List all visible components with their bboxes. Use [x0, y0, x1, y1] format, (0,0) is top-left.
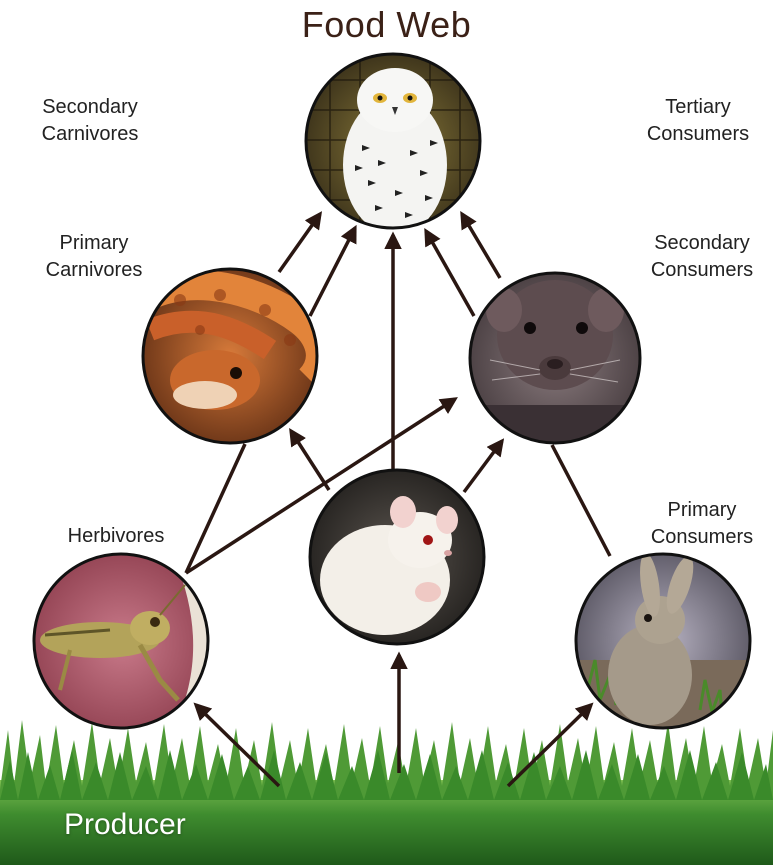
label-line: Secondary: [30, 94, 150, 121]
mouse-icon: [307, 467, 487, 647]
line-rabbit-to-rat: [552, 445, 610, 556]
label-secondary-carnivores: Secondary Carnivores: [30, 94, 150, 148]
arrow-mouse-to-snake: [291, 431, 329, 490]
label-line: Consumers: [638, 257, 766, 284]
snake-icon: [140, 265, 321, 445]
label-line: Carnivores: [30, 121, 150, 148]
arrow-snake-to-owl-1: [279, 214, 320, 272]
label-herbivores: Herbivores: [52, 523, 180, 550]
label-line: Carnivores: [33, 257, 155, 284]
label-line: Consumers: [633, 121, 763, 148]
grass-icon: [0, 720, 773, 865]
label-line: Secondary: [638, 230, 766, 257]
label-line: Herbivores: [52, 523, 180, 550]
owl-icon: [300, 50, 490, 240]
grasshopper-icon: [30, 550, 215, 735]
rabbit-icon: [573, 550, 753, 730]
arrow-rat-to-owl-1: [426, 231, 474, 316]
label-secondary-consumers: Secondary Consumers: [638, 230, 766, 284]
label-primary-carnivores: Primary Carnivores: [33, 230, 155, 284]
label-line: Consumers: [638, 524, 766, 551]
label-primary-consumers: Primary Consumers: [638, 497, 766, 551]
label-line: Tertiary: [633, 94, 763, 121]
label-line: Primary: [638, 497, 766, 524]
label-tertiary-consumers: Tertiary Consumers: [633, 94, 763, 148]
label-producer: Producer: [64, 808, 186, 842]
label-line: Primary: [33, 230, 155, 257]
page-title: Food Web: [0, 4, 773, 46]
arrow-mouse-to-rat: [464, 441, 502, 492]
rat-icon: [465, 270, 645, 450]
arrow-snake-to-owl-2: [310, 228, 355, 316]
arrow-rat-to-owl-2: [462, 214, 500, 278]
